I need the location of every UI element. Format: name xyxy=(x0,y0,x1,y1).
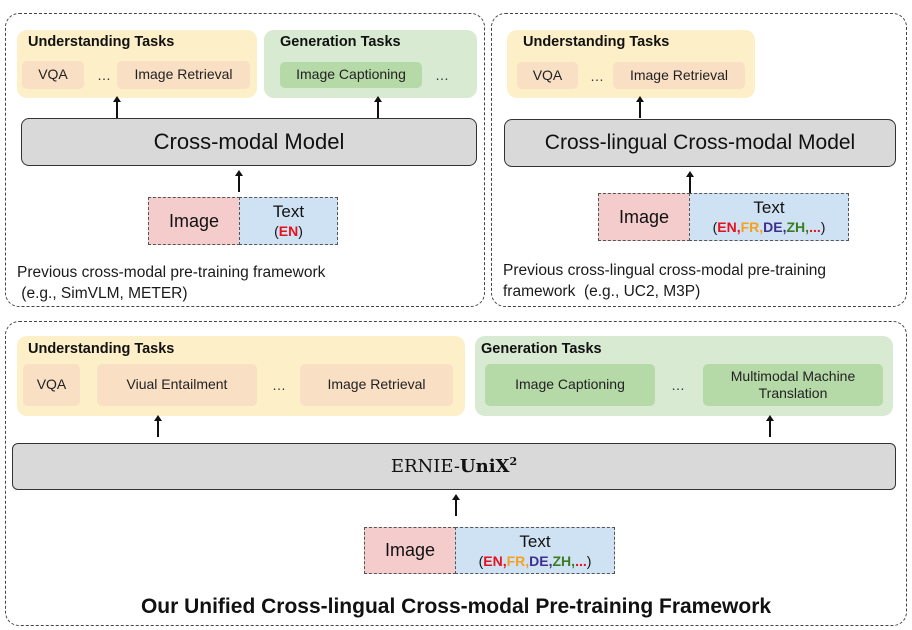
language-code: FR, xyxy=(740,219,764,235)
paren: ( xyxy=(478,552,484,569)
ellipsis: … xyxy=(272,377,286,393)
panel-caption: Previous cross-lingual cross-modal pre-t… xyxy=(503,260,826,302)
ellipsis: … xyxy=(97,67,111,83)
arrow-up-icon xyxy=(374,96,381,118)
group-title: Understanding Tasks xyxy=(28,341,175,357)
understanding-tasks-group: Understanding Tasks VQA Viual Entailment… xyxy=(17,336,465,416)
model-name: UniX xyxy=(459,456,510,477)
ernie-unix2-model-box: ERNIE-UniX2 xyxy=(12,443,896,490)
group-title: Generation Tasks xyxy=(481,341,602,357)
task-chip-vqa: VQA xyxy=(23,364,80,406)
arrow-up-icon xyxy=(452,494,459,516)
task-chip-image-retrieval: Image Retrieval xyxy=(300,364,453,406)
generation-tasks-group: Generation Tasks Image Captioning … Mult… xyxy=(475,336,893,416)
caption-line: framework (e.g., UC2, M3P) xyxy=(503,283,701,300)
caption-line: Previous cross-lingual cross-modal pre-t… xyxy=(503,262,827,279)
task-chip-vqa: VQA xyxy=(22,61,84,89)
text-input-label: Text xyxy=(519,531,551,551)
arrow-up-icon xyxy=(235,170,242,192)
cross-modal-model-box: Cross-modal Model xyxy=(21,118,477,166)
text-input-box: Text (EN) xyxy=(239,197,338,245)
text-input-box: Text (EN,FR,DE,ZH,...) xyxy=(455,527,615,574)
language-code: DE, xyxy=(529,552,553,569)
language-list: (EN,FR,DE,ZH,...) xyxy=(479,552,592,570)
image-input-box: Image xyxy=(364,527,456,574)
model-label: Cross-modal Model xyxy=(153,129,345,154)
arrow-up-icon xyxy=(636,96,643,118)
language-code: EN, xyxy=(717,219,741,235)
task-chip-vqa: VQA xyxy=(517,62,578,89)
language-code: ... xyxy=(809,219,821,235)
task-chip-image-captioning: Image Captioning xyxy=(280,62,422,88)
paren: ) xyxy=(820,219,826,235)
image-input-label: Image xyxy=(384,540,436,560)
language-code: ZH, xyxy=(552,552,576,569)
arrow-up-icon xyxy=(113,96,120,118)
model-label: ERNIE-UniX2 xyxy=(391,456,517,477)
task-chip-image-retrieval: Image Retrieval xyxy=(613,62,745,89)
framework-title: Our Unified Cross-lingual Cross-modal Pr… xyxy=(140,595,772,618)
task-chip-multimodal-machine-translation: Multimodal Machine Translation xyxy=(703,364,883,406)
image-input-box: Image xyxy=(148,197,240,245)
task-chip-visual-entailment: Viual Entailment xyxy=(97,364,257,406)
text-input-label: Text xyxy=(272,202,305,221)
panel-unified xyxy=(5,321,907,626)
text-input-label: Text xyxy=(753,198,785,217)
understanding-tasks-group: Understanding Tasks VQA … Image Retrieva… xyxy=(507,30,755,98)
arrow-up-icon xyxy=(766,415,773,437)
image-input-label: Image xyxy=(168,210,220,231)
arrow-up-icon xyxy=(154,415,161,437)
model-superscript: 2 xyxy=(509,455,518,468)
ellipsis: … xyxy=(671,377,685,393)
caption-line: (e.g., SimVLM, METER) xyxy=(17,285,188,302)
language-list: (EN,FR,DE,ZH,...) xyxy=(713,218,826,236)
group-title: Understanding Tasks xyxy=(523,34,670,50)
task-chip-image-retrieval: Image Retrieval xyxy=(117,61,250,89)
language-list: (EN) xyxy=(274,222,303,240)
image-input-box: Image xyxy=(598,193,690,241)
language-code: EN, xyxy=(483,552,507,569)
text-input-box: Text (EN,FR,DE,ZH,...) xyxy=(689,193,849,241)
language-code: ZH, xyxy=(786,219,810,235)
language-code: EN xyxy=(278,223,299,239)
panel-prev-cross-lingual xyxy=(491,13,907,307)
caption-line: Previous cross-modal pre-training framew… xyxy=(17,264,326,281)
model-label: Cross-lingual Cross-modal Model xyxy=(544,131,856,154)
paren: ( xyxy=(712,219,718,235)
image-input-label: Image xyxy=(618,206,670,227)
ellipsis: … xyxy=(435,67,449,83)
language-code: FR, xyxy=(506,552,530,569)
generation-tasks-group: Generation Tasks Image Captioning … xyxy=(264,30,477,98)
paren: ) xyxy=(586,552,592,569)
arrow-up-icon xyxy=(686,171,693,193)
group-title: Generation Tasks xyxy=(280,34,401,50)
panel-prev-cross-modal xyxy=(5,13,485,307)
paren: ( xyxy=(274,223,279,239)
task-chip-image-captioning: Image Captioning xyxy=(485,364,655,406)
group-title: Understanding Tasks xyxy=(28,34,175,50)
panel-caption: Previous cross-modal pre-training framew… xyxy=(17,262,325,304)
language-code: ... xyxy=(575,552,587,569)
paren: ) xyxy=(298,223,303,239)
model-prefix: ERNIE- xyxy=(390,456,460,477)
ellipsis: … xyxy=(590,67,604,84)
cross-lingual-model-box: Cross-lingual Cross-modal Model xyxy=(504,119,896,167)
language-code: DE, xyxy=(763,219,787,235)
understanding-tasks-group: Understanding Tasks VQA … Image Retrieva… xyxy=(17,30,257,98)
